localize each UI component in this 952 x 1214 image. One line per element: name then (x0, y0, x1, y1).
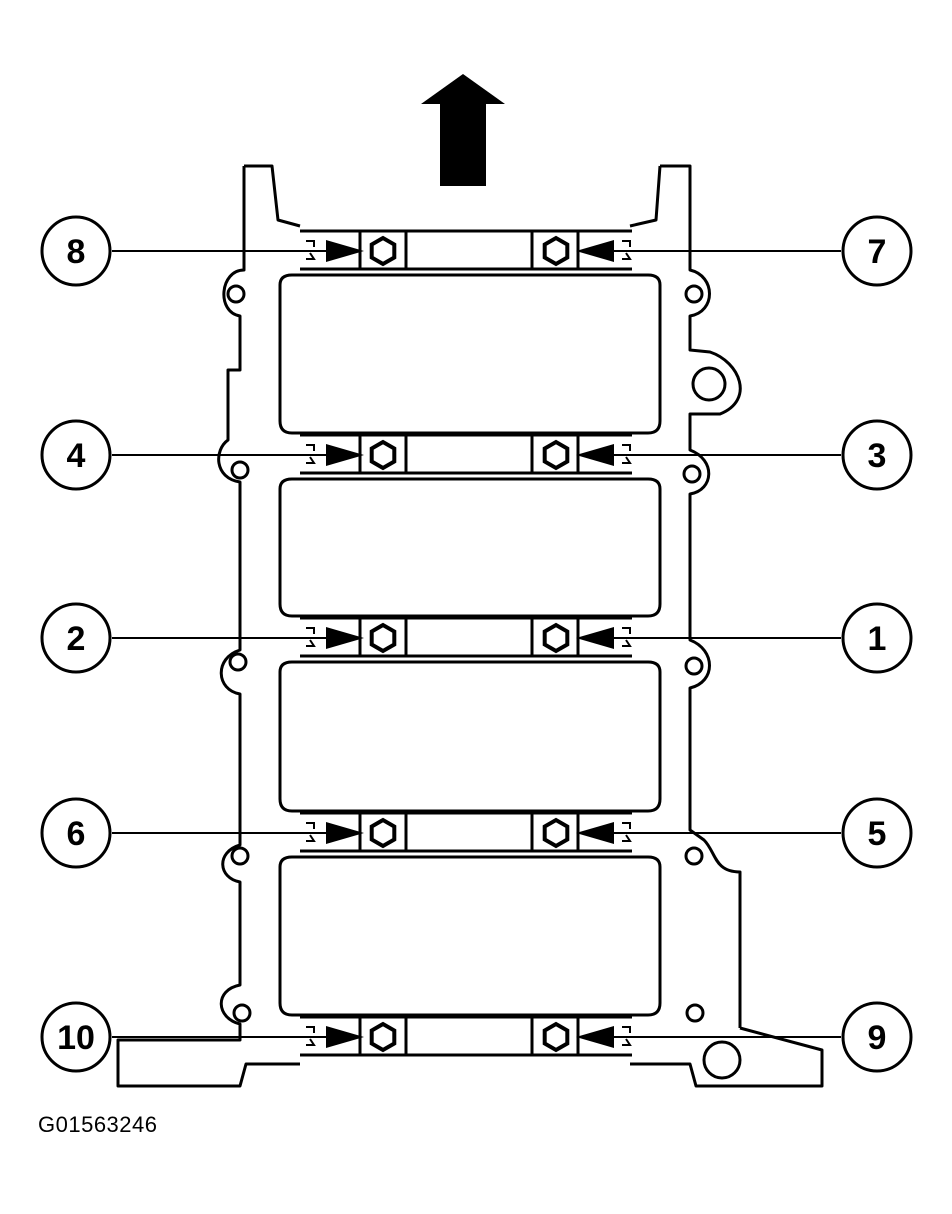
callout-9: 9 (576, 1001, 913, 1073)
callout-number: 8 (67, 233, 86, 271)
bolt-boss-right (530, 229, 580, 271)
stamp-mark-right (622, 240, 632, 260)
bolt-boss-right (530, 433, 580, 475)
leader-arrowhead (326, 240, 364, 262)
callout-number: 6 (67, 815, 86, 853)
callout-number: 5 (868, 815, 887, 853)
bolt-head-left-icon (369, 817, 397, 849)
stamp-mark-left (306, 822, 316, 842)
bolt-head-left-icon (369, 439, 397, 471)
stamp-mark-left (306, 627, 316, 647)
stamp-mark-left (306, 444, 316, 464)
cap-window (278, 477, 662, 618)
leader-arrowhead (576, 1026, 614, 1048)
bolt-head-left-icon (369, 235, 397, 267)
callout-number: 7 (868, 233, 887, 271)
cap-windows (278, 273, 662, 1017)
leader-arrowhead (326, 627, 364, 649)
callout-number: 1 (868, 620, 887, 658)
callout-circle (841, 419, 913, 491)
cap-window (278, 273, 662, 435)
bolt-head-right-icon (542, 1021, 570, 1053)
callout-7: 7 (576, 215, 913, 287)
cap-window (278, 660, 662, 813)
leader-arrowhead (576, 627, 614, 649)
leader-arrowhead (576, 240, 614, 262)
front-direction-arrow (421, 74, 505, 186)
stamp-mark-right (622, 444, 632, 464)
leader-arrowhead (326, 822, 364, 844)
bolt-head-right-icon (542, 439, 570, 471)
callout-2: 2 (40, 602, 364, 674)
callout-circle (40, 1001, 112, 1073)
callout-number: 10 (57, 1019, 95, 1057)
callout-circle (841, 602, 913, 674)
leader-arrowhead (576, 822, 614, 844)
bolt-boss-right (530, 616, 580, 658)
callout-5: 5 (576, 797, 913, 869)
stamp-mark-left (306, 240, 316, 260)
figure-id: G01563246 (38, 1112, 158, 1137)
callout-6: 6 (40, 797, 364, 869)
cap-window (278, 855, 662, 1017)
callout-number: 3 (868, 437, 887, 475)
callout-10: 10 (40, 1001, 364, 1073)
stamp-mark-right (622, 1026, 632, 1046)
callout-circle (40, 419, 112, 491)
callout-number: 4 (67, 437, 86, 475)
block-outline (116, 164, 824, 1088)
bolt-boss-right (530, 811, 580, 853)
stamp-mark-right (622, 822, 632, 842)
callout-number: 9 (868, 1019, 887, 1057)
callout-4: 4 (40, 419, 364, 491)
leader-arrowhead (326, 444, 364, 466)
stamp-mark-left (306, 1026, 316, 1046)
bolt-head-right-icon (542, 622, 570, 654)
callout-number: 2 (67, 620, 86, 658)
bolt-head-left-icon (369, 1021, 397, 1053)
callout-1: 1 (576, 602, 913, 674)
callout-8: 8 (40, 215, 364, 287)
bolt-head-left-icon (369, 622, 397, 654)
callout-circle (841, 797, 913, 869)
callout-circle (40, 215, 112, 287)
callout-circle (40, 602, 112, 674)
cap-bridges (300, 229, 632, 1057)
callout-3: 3 (576, 419, 913, 491)
bolt-head-right-icon (542, 817, 570, 849)
callout-circle (841, 1001, 913, 1073)
callout-layer: 8 7 4 3 2 1 6 5 10 9 (40, 215, 913, 1073)
stamp-mark-right (622, 627, 632, 647)
callout-circle (841, 215, 913, 287)
bolt-boss-right (530, 1015, 580, 1057)
leader-arrowhead (326, 1026, 364, 1048)
bolt-head-right-icon (542, 235, 570, 267)
leader-arrowhead (576, 444, 614, 466)
callout-circle (40, 797, 112, 869)
